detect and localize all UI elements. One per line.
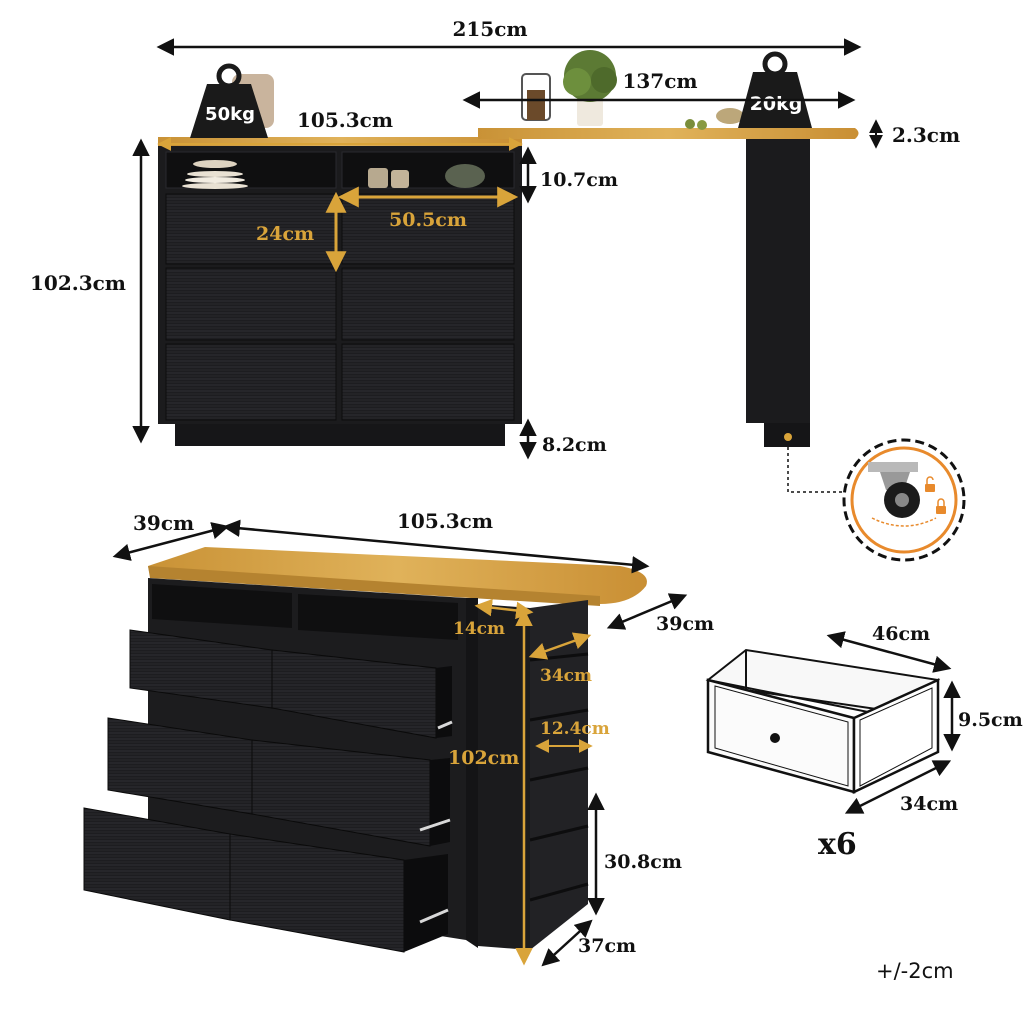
extension-length-label: 137cm (622, 69, 697, 93)
tolerance-label: +/-2cm (876, 959, 954, 983)
front-width-label: 105.3cm (397, 509, 493, 533)
shelf-height-label: 10.7cm (540, 169, 618, 191)
drawer-width-label: 50.5cm (389, 209, 467, 231)
box-height-label: 9.5cm (958, 709, 1023, 731)
side-lower-depth-label: 37cm (578, 935, 636, 957)
drawer-count-label: x6 (818, 827, 857, 862)
drawer-height-label: 24cm (256, 223, 314, 245)
depth-label: 39cm (133, 511, 194, 535)
box-depth-label: 34cm (900, 793, 958, 815)
open-shelf-right (341, 151, 515, 189)
side-shelf-width-label: 14cm (453, 619, 505, 639)
total-width-label: 215cm (452, 17, 527, 41)
lock-icon (936, 498, 946, 514)
side-depth-label: 39cm (656, 613, 714, 635)
side-height-label: 102cm (448, 747, 519, 769)
side-shelf-tower (478, 604, 530, 950)
extension-weight-label: 20kg (750, 93, 803, 115)
caster-wheel-icon (868, 462, 920, 518)
front-elevation: 50kg 20kg (132, 38, 883, 460)
box-width-label: 46cm (872, 623, 930, 645)
perspective-drawers (83, 629, 453, 953)
weight-icon (190, 63, 268, 138)
extension-top (478, 128, 859, 139)
side-shelf-height-label: 12.4cm (540, 719, 610, 739)
main-weight-label: 50kg (205, 104, 255, 125)
overall-height-label: 102.3cm (30, 271, 126, 295)
drawer-box-diagram (705, 631, 961, 814)
extension-leg (746, 139, 810, 423)
caster-detail (787, 438, 966, 562)
drawer-fronts (165, 193, 515, 421)
top-width-label: 105.3cm (297, 108, 393, 132)
drawer-pull-hole (770, 733, 780, 743)
base-height-label: 8.2cm (542, 434, 607, 456)
top-thickness-label: 2.3cm (892, 123, 960, 147)
side-lower-height-label: 30.8cm (604, 851, 682, 873)
unlock-icon (925, 476, 935, 492)
side-shelf-depth-label: 34cm (540, 666, 592, 686)
open-shelf-left (165, 151, 337, 189)
perspective-view (83, 519, 688, 967)
weight-icon (738, 51, 812, 128)
